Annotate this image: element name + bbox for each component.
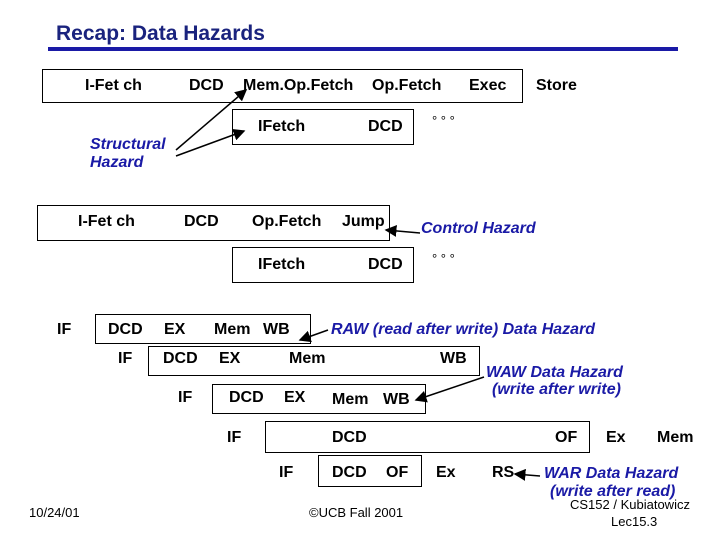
structural-row2-box <box>232 109 414 145</box>
control-row2-stage-dcd: DCD <box>368 256 403 273</box>
structural-row1-box <box>42 69 523 103</box>
data-row1-stage-mem: Mem <box>214 321 251 338</box>
control-row1-stage-dcd: DCD <box>184 213 219 230</box>
control-arrow <box>384 224 421 237</box>
data-row3-stage-mem: Mem <box>332 391 369 408</box>
raw-hazard-label: RAW (read after write) Data Hazard <box>331 321 596 338</box>
data-row2-stage-dcd: DCD <box>163 350 198 367</box>
data-row1-stage-wb: WB <box>263 321 290 338</box>
data-row4-stage-ex: Ex <box>606 429 626 446</box>
footer-date: 10/24/01 <box>29 505 80 520</box>
data-row4-box <box>265 421 590 453</box>
war-hazard-label-line2: (write after read) <box>550 483 676 500</box>
data-row2-stage-if: IF <box>118 350 133 367</box>
data-row2-stage-ex: EX <box>219 350 241 367</box>
structural-hazard-label-line1: Structural <box>90 136 166 153</box>
data-row2-stage-mem: Mem <box>289 350 326 367</box>
data-row5-stage-rs: RS <box>492 464 515 481</box>
data-row2-box <box>148 346 480 376</box>
title-rule <box>48 47 678 51</box>
structural-row1-stage-opfetch: Op.Fetch <box>372 77 442 94</box>
structural-hazard-label-line2: Hazard <box>90 154 144 171</box>
data-row5-stage-if: IF <box>279 464 294 481</box>
control-row2-box <box>232 247 414 283</box>
structural-row2-stage-dcd: DCD <box>368 118 403 135</box>
data-row3-stage-if: IF <box>178 389 193 406</box>
data-row4-stage-mem: Mem <box>657 429 694 446</box>
page-title: Recap: Data Hazards <box>56 22 265 45</box>
footer-course: CS152 / Kubiatowicz <box>570 497 690 512</box>
data-row1-stage-if: IF <box>57 321 72 338</box>
footer-lecture: Lec15.3 <box>611 514 658 529</box>
war-hazard-label-line1: WAR Data Hazard <box>544 465 679 482</box>
structural-row2-ellipsis: ° ° ° <box>432 113 455 128</box>
data-row5-stage-dcd: DCD <box>332 464 367 481</box>
data-row4-stage-if: IF <box>227 429 242 446</box>
control-row1-stage-opfetch: Op.Fetch <box>252 213 322 230</box>
control-row2-stage-ifetch: IFetch <box>258 256 306 273</box>
structural-arrow-1 <box>175 89 248 151</box>
data-row3-stage-dcd: DCD <box>229 389 264 406</box>
war-arrow <box>513 468 541 481</box>
structural-row1-stage-dcd: DCD <box>189 77 224 94</box>
data-row1-stage-dcd: DCD <box>108 321 143 338</box>
structural-row1-stage-memopfetch: Mem.Op.Fetch <box>243 77 354 94</box>
data-row4-stage-of: OF <box>555 429 578 446</box>
data-row3-box <box>212 384 426 414</box>
control-row1-stage-jump: Jump <box>342 213 385 230</box>
data-row3-stage-ex: EX <box>284 389 306 406</box>
control-row2-ellipsis: ° ° ° <box>432 251 455 266</box>
structural-row1-stage-ifetch: I-Fet ch <box>85 77 142 94</box>
data-row5-stage-of: OF <box>386 464 409 481</box>
structural-row2-stage-ifetch: IFetch <box>258 118 306 135</box>
data-row1-stage-ex: EX <box>164 321 186 338</box>
control-hazard-label: Control Hazard <box>421 220 536 237</box>
structural-arrow-2 <box>175 128 246 157</box>
structural-row1-stage-exec: Exec <box>469 77 507 94</box>
raw-arrow <box>298 329 329 343</box>
data-row4-stage-dcd: DCD <box>332 429 367 446</box>
control-row1-box <box>37 205 390 241</box>
data-row5-stage-ex: Ex <box>436 464 456 481</box>
waw-hazard-label-line2: (write after write) <box>492 381 621 398</box>
structural-row1-stage-store: Store <box>536 77 577 94</box>
data-row3-stage-wb: WB <box>383 391 410 408</box>
footer-copyright: ©UCB Fall 2001 <box>309 505 404 520</box>
waw-arrow <box>414 376 485 403</box>
control-row1-stage-ifetch: I-Fet ch <box>78 213 135 230</box>
waw-hazard-label-line1: WAW Data Hazard <box>486 364 623 381</box>
data-row5-box <box>318 455 422 487</box>
data-row1-box <box>95 314 311 344</box>
data-row2-stage-wb: WB <box>440 350 467 367</box>
